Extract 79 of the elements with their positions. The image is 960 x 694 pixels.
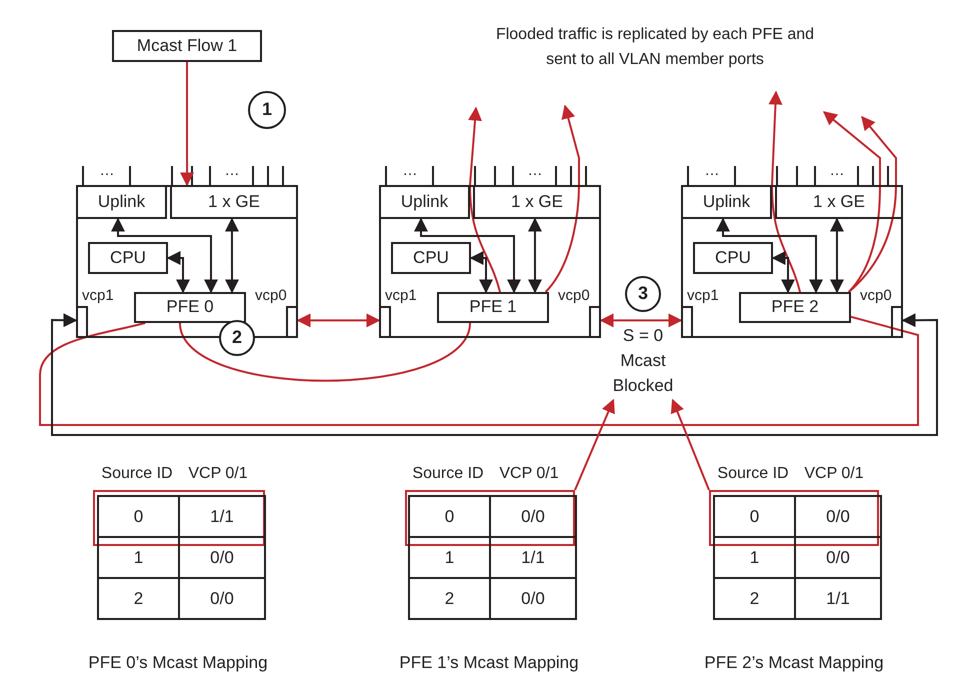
table-cell: 0/0	[179, 578, 265, 619]
arrow	[822, 111, 881, 293]
flow-box: Mcast Flow 1	[112, 30, 262, 62]
module-box: 1 x GE	[170, 185, 298, 219]
arrow	[528, 218, 542, 294]
column-header: Source ID	[411, 464, 485, 484]
callout-number: 2	[219, 320, 255, 356]
table-cell: 0/0	[795, 496, 881, 537]
module-box: Uplink	[76, 185, 167, 219]
table-caption: PFE 2’s Mcast Mapping	[703, 652, 885, 674]
arrow	[670, 398, 710, 490]
port-label: vcp1	[82, 287, 112, 305]
arrow	[848, 116, 897, 293]
column-header: Source ID	[100, 464, 174, 484]
callout-number: 1	[248, 91, 286, 129]
port-ellipsis: …	[224, 161, 240, 181]
callout-number: 3	[625, 276, 661, 312]
arrow	[544, 104, 580, 293]
module-box: CPU	[693, 242, 773, 274]
table-cell: 1/1	[795, 578, 881, 619]
arrow	[166, 251, 190, 294]
highlight-frame	[405, 490, 575, 546]
port-label: vcp1	[385, 287, 415, 305]
table-cell: 0	[714, 496, 795, 537]
port-ellipsis: …	[98, 161, 116, 181]
arrow	[470, 251, 493, 294]
table-cell: 2	[409, 578, 490, 619]
module-box: PFE 0	[134, 292, 246, 323]
port-ellipsis: …	[526, 161, 544, 181]
module-box: Uplink	[379, 185, 470, 219]
table-cell: 1/1	[179, 496, 265, 537]
arrow	[224, 218, 239, 294]
arrow	[716, 218, 823, 294]
table-cell: 0/0	[490, 496, 576, 537]
arrow	[468, 106, 501, 292]
switch-chassis	[681, 185, 903, 338]
switch-chassis	[379, 185, 601, 338]
arrow	[574, 398, 615, 490]
module-box: Uplink	[681, 185, 772, 219]
module-box: CPU	[88, 242, 168, 274]
table-caption: PFE 0’s Mcast Mapping	[87, 652, 269, 674]
arrow	[768, 90, 801, 292]
table-caption: PFE 1’s Mcast Mapping	[398, 652, 580, 674]
arrow	[772, 251, 795, 294]
port-label: vcp1	[687, 287, 717, 305]
port-ellipsis: …	[828, 161, 846, 181]
table-cell: 0	[98, 496, 179, 537]
highlight-frame	[709, 490, 879, 546]
table-cell: 1	[98, 537, 179, 578]
port-ellipsis: …	[402, 161, 418, 181]
table-cell: 0/0	[490, 578, 576, 619]
arrow	[414, 218, 521, 294]
table-cell: 0/0	[179, 537, 265, 578]
arrow	[180, 62, 194, 186]
port-label: vcp0	[255, 287, 285, 305]
module-box: PFE 2	[739, 292, 851, 323]
port-ellipsis: …	[704, 161, 720, 181]
module-box: PFE 1	[437, 292, 549, 323]
module-box: CPU	[391, 242, 471, 274]
connector-line	[178, 322, 471, 382]
arrow	[830, 218, 844, 294]
table-cell: 1/1	[490, 537, 576, 578]
status-text: S = 0 Mcast Blocked	[604, 320, 682, 400]
port-label: vcp0	[558, 287, 588, 305]
module-box: 1 x GE	[775, 185, 903, 219]
annotation-text: Flooded traffic is replicated by each PFE and sent to all VLAN member ports	[494, 25, 816, 70]
table-cell: 1	[409, 537, 490, 578]
column-header: Source ID	[716, 464, 790, 484]
arrow	[296, 313, 380, 328]
table-cell: 2	[714, 578, 795, 619]
highlight-frame	[93, 490, 265, 546]
port-label: vcp0	[860, 287, 890, 305]
arrow	[111, 218, 218, 294]
table-cell: 1	[714, 537, 795, 578]
module-box: 1 x GE	[473, 185, 601, 219]
table-cell: 0	[409, 496, 490, 537]
arrow	[600, 313, 682, 328]
table-cell: 2	[98, 578, 179, 619]
table-cell: 0/0	[795, 537, 881, 578]
